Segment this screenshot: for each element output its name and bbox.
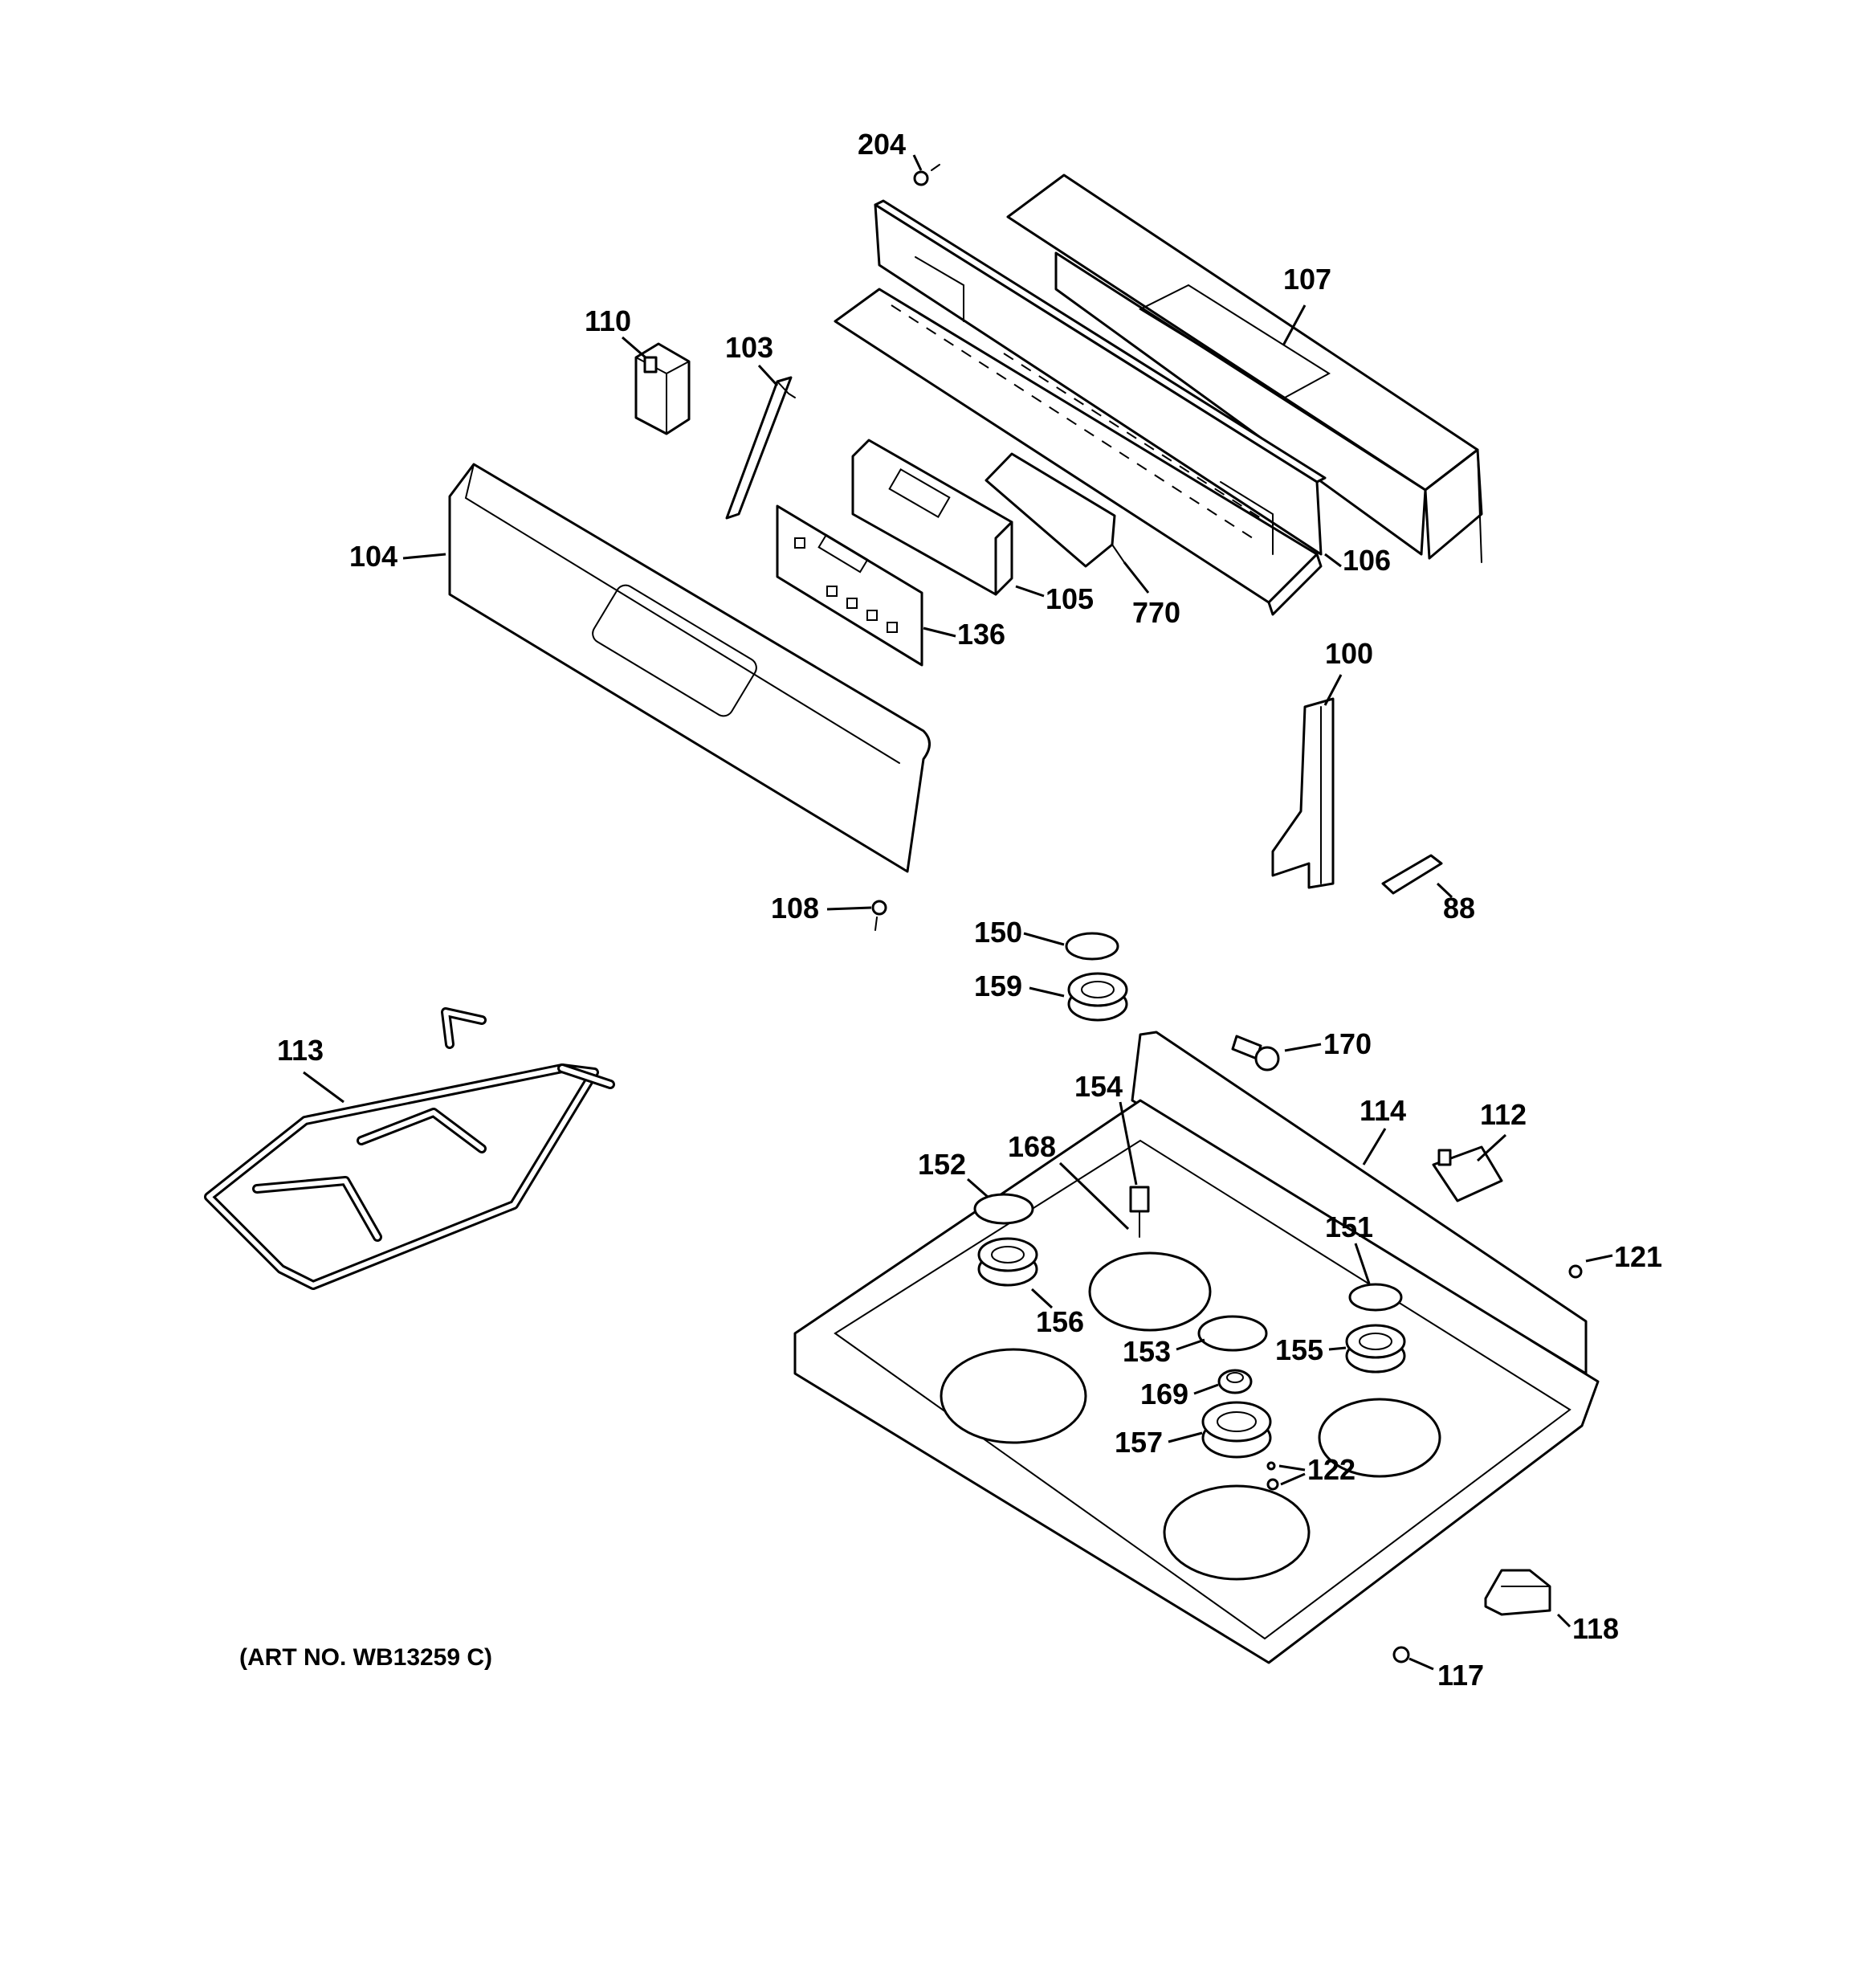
callout-labels: 204 107 110 103 104 105 106 136 770 100 … <box>277 128 1662 1692</box>
callout-153: 153 <box>1123 1335 1171 1368</box>
part-110-module[interactable] <box>634 342 691 435</box>
callout-106: 106 <box>1343 544 1391 577</box>
callout-170: 170 <box>1323 1027 1372 1060</box>
part-204-screw[interactable] <box>913 164 940 186</box>
callout-151: 151 <box>1325 1210 1373 1243</box>
part-117-nut[interactable] <box>1392 1646 1410 1663</box>
callout-110: 110 <box>585 304 631 337</box>
callout-157: 157 <box>1115 1426 1163 1459</box>
part-154-valve[interactable] <box>1129 1186 1150 1238</box>
part-151-burner-cap[interactable] <box>1348 1283 1403 1312</box>
callout-117: 117 <box>1437 1659 1484 1692</box>
callout-114: 114 <box>1360 1094 1406 1127</box>
part-159-burner-head[interactable] <box>1067 972 1128 1022</box>
callout-113: 113 <box>277 1034 324 1067</box>
callout-88: 88 <box>1443 892 1475 925</box>
part-106-backguard[interactable] <box>834 199 1327 616</box>
art-number: (ART NO. WB13259 C) <box>239 1644 492 1671</box>
callout-152: 152 <box>918 1148 966 1181</box>
callout-204: 204 <box>858 128 906 161</box>
callout-100: 100 <box>1325 637 1373 670</box>
callout-159: 159 <box>974 970 1022 1002</box>
part-104-control-panel[interactable] <box>448 463 931 873</box>
callout-112: 112 <box>1480 1098 1527 1131</box>
part-118-foot[interactable] <box>1484 1569 1551 1616</box>
callout-770: 770 <box>1132 596 1180 629</box>
part-112-switch[interactable] <box>1432 1145 1503 1202</box>
part-136-keypad[interactable] <box>776 504 923 667</box>
part-113-grate[interactable] <box>204 1007 615 1290</box>
part-156-burner-head[interactable] <box>977 1237 1038 1287</box>
part-103-bracket[interactable] <box>725 376 796 520</box>
part-157-burner-head[interactable] <box>1201 1401 1272 1459</box>
part-155-burner-head[interactable] <box>1345 1324 1406 1374</box>
callout-155: 155 <box>1275 1333 1323 1366</box>
part-122-screws[interactable] <box>1266 1461 1279 1491</box>
callout-107: 107 <box>1283 263 1331 296</box>
callout-122: 122 <box>1307 1453 1355 1486</box>
part-170-screw[interactable] <box>1231 1035 1280 1072</box>
part-770-bracket[interactable] <box>984 452 1125 568</box>
part-108-screw[interactable] <box>871 900 887 931</box>
part-121-screw[interactable] <box>1568 1264 1583 1279</box>
callout-168: 168 <box>1008 1130 1056 1163</box>
part-88-clip[interactable] <box>1381 854 1443 895</box>
callout-154: 154 <box>1074 1070 1123 1103</box>
callout-121: 121 <box>1614 1240 1662 1273</box>
callout-169: 169 <box>1140 1378 1188 1410</box>
callout-136: 136 <box>957 618 1005 651</box>
part-105-control-board[interactable] <box>851 439 1013 596</box>
part-153-burner-cap[interactable] <box>1197 1315 1268 1352</box>
leader-lines <box>303 154 1613 1671</box>
callout-108: 108 <box>771 892 819 925</box>
callout-156: 156 <box>1036 1305 1084 1338</box>
callout-103: 103 <box>725 331 773 364</box>
callout-150: 150 <box>974 916 1022 949</box>
callout-105: 105 <box>1046 582 1094 615</box>
part-169-orifice[interactable] <box>1217 1369 1253 1394</box>
part-150-burner-cap[interactable] <box>1065 932 1119 961</box>
part-152-burner-cap[interactable] <box>973 1193 1034 1225</box>
part-114-cooktop[interactable] <box>793 1031 1600 1664</box>
callout-118: 118 <box>1572 1612 1619 1645</box>
callout-104: 104 <box>349 540 397 573</box>
part-100-side-trim[interactable] <box>1271 697 1335 889</box>
part-107-rear-cover[interactable] <box>1006 173 1483 563</box>
